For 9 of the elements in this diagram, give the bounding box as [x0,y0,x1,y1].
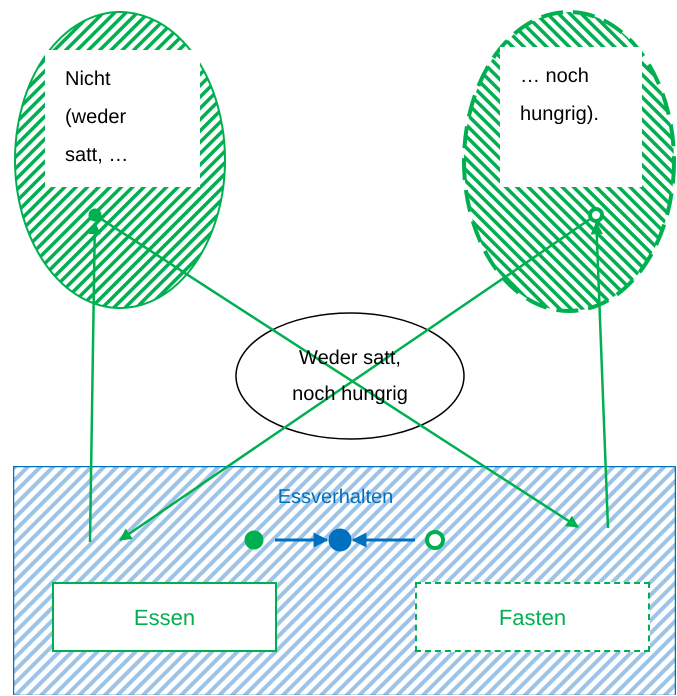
ellipse-label: … noch hungrig). [500,47,642,187]
label-box: Fasten [415,582,650,652]
arrow [275,532,328,548]
arrow [352,532,415,548]
panel-title: Essverhalten [276,485,394,510]
ellipse-label: Nicht (weder satt, … [45,50,200,187]
arrow [590,222,610,528]
arrow [88,222,101,542]
label-box: Essen [52,582,277,652]
